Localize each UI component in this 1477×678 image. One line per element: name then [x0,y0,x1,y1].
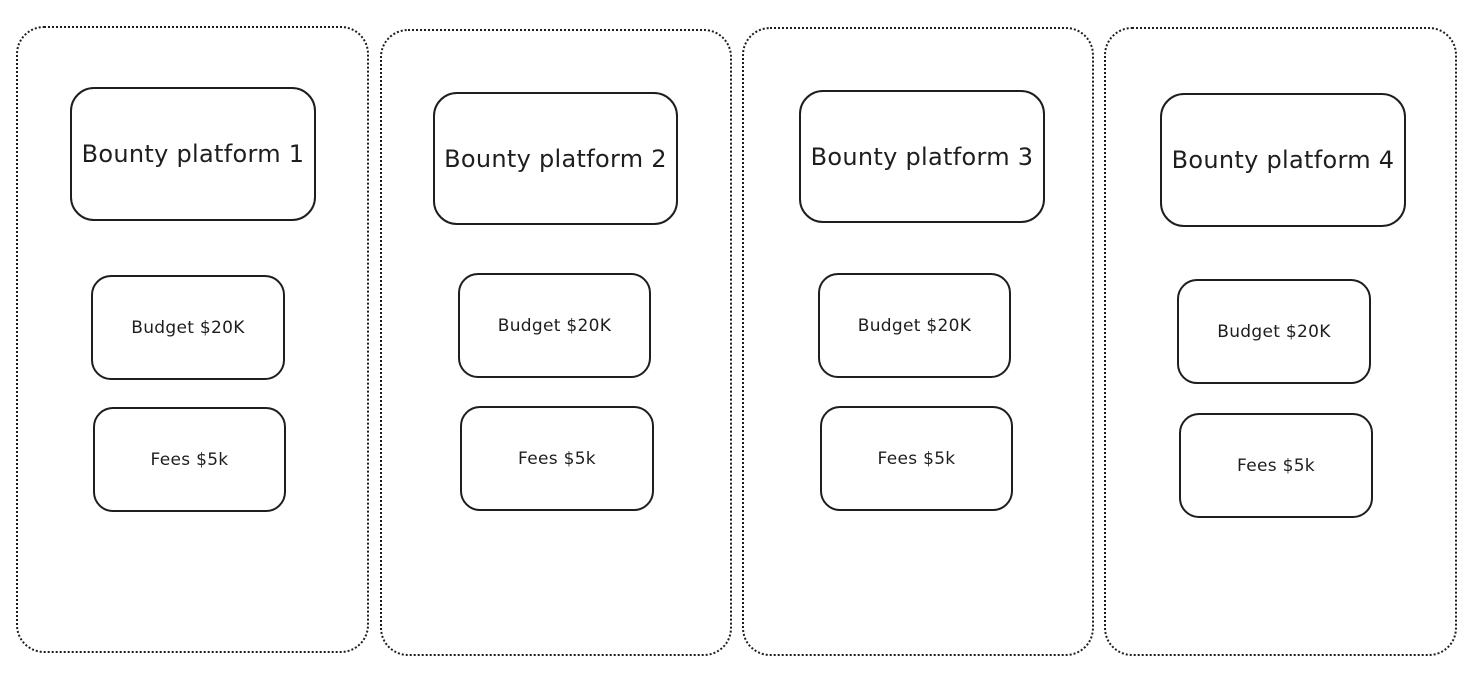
platform-title-1[interactable]: Bounty platform 1 [70,87,316,221]
platform-title-2[interactable]: Bounty platform 2 [433,92,678,225]
fees-box-2[interactable]: Fees $5k [460,406,654,511]
platform-column-4 [1104,27,1457,656]
platform-title-4[interactable]: Bounty platform 4 [1160,93,1406,227]
platform-column-2 [380,29,732,656]
platform-title-3[interactable]: Bounty platform 3 [799,90,1045,223]
budget-box-3[interactable]: Budget $20K [818,273,1011,378]
budget-box-1[interactable]: Budget $20K [91,275,285,380]
fees-box-1[interactable]: Fees $5k [93,407,286,512]
platform-column-3 [742,27,1094,656]
fees-box-4[interactable]: Fees $5k [1179,413,1373,518]
budget-box-4[interactable]: Budget $20K [1177,279,1371,384]
platform-column-1 [16,26,369,653]
budget-box-2[interactable]: Budget $20K [458,273,651,378]
fees-box-3[interactable]: Fees $5k [820,406,1013,511]
